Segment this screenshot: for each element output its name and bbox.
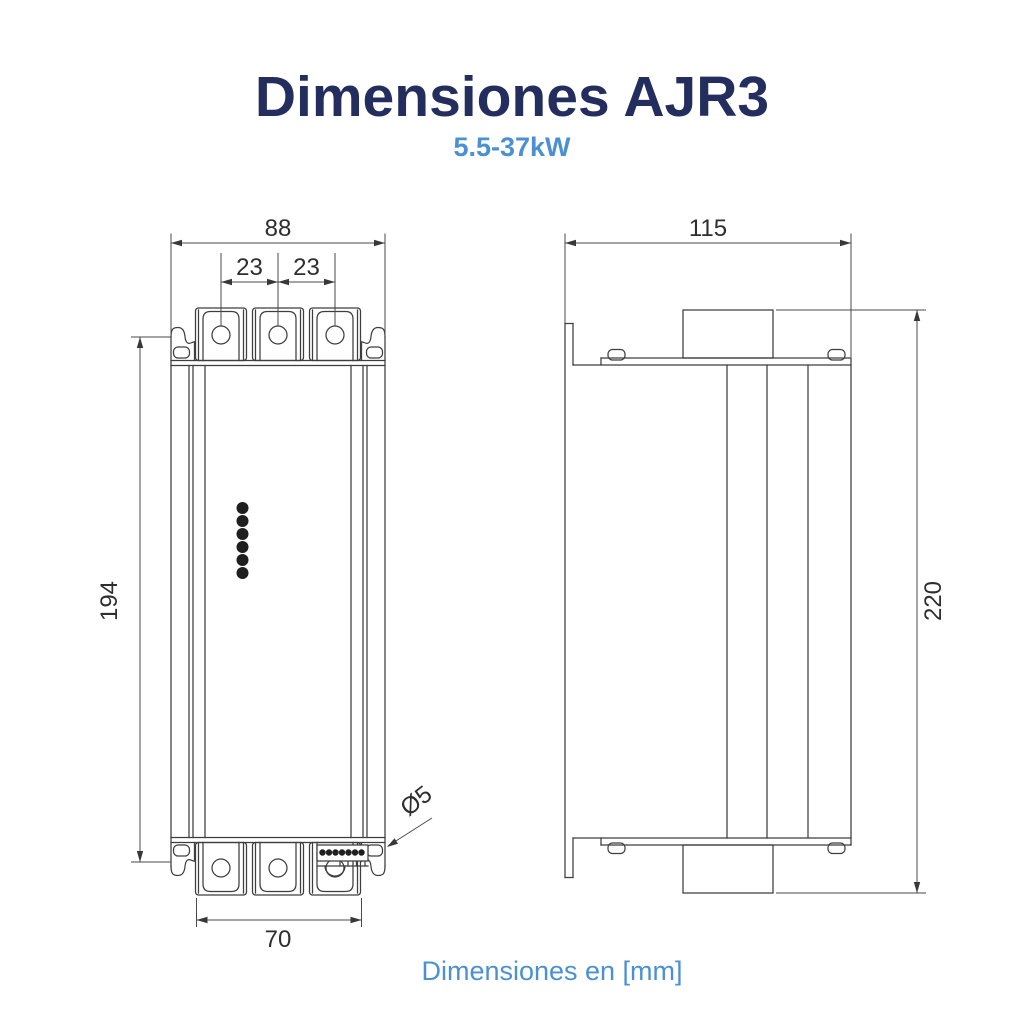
connector-pins <box>319 849 365 856</box>
page-title: Dimensiones AJR3 <box>254 65 770 129</box>
mounting-ear-top-left <box>170 326 196 362</box>
dim-terminal-pitch-left-label: 23 <box>236 254 263 281</box>
terminal-block-side-top <box>682 309 774 359</box>
page-subtitle: 5.5-37kW <box>453 132 571 162</box>
side-dimension-arrows <box>565 239 921 893</box>
dim-terminal-pitch-right-label: 23 <box>293 254 320 281</box>
mounting-ear-bottom-left <box>170 841 196 877</box>
mounting-ear-top-right <box>360 326 386 362</box>
side-device-outline <box>564 309 852 894</box>
front-dimension-lines <box>131 233 433 927</box>
dim-terminal-span-label: 70 <box>265 926 292 953</box>
dim-overall-height-label: 220 <box>920 581 947 621</box>
front-view: 88 23 23 194 70 Ø5 <box>96 215 437 953</box>
side-view: 115 220 <box>564 215 947 894</box>
terminal-block <box>194 841 248 896</box>
dim-body-height-label: 194 <box>96 581 123 621</box>
front-device-outline <box>170 307 386 896</box>
terminal-block-side-bottom <box>682 844 774 894</box>
dim-depth-label: 115 <box>689 215 727 242</box>
terminal-block <box>251 841 305 896</box>
dim-overall-width-label: 88 <box>265 215 292 242</box>
front-dimension-arrows <box>136 239 398 924</box>
led-indicators <box>236 502 249 579</box>
heatsink-fins <box>726 357 852 846</box>
mounting-bracket <box>564 322 574 879</box>
dim-mounting-hole-label: Ø5 <box>395 781 437 822</box>
side-dimension-lines <box>564 233 926 894</box>
units-note: Dimensiones en [mm] <box>421 956 683 986</box>
